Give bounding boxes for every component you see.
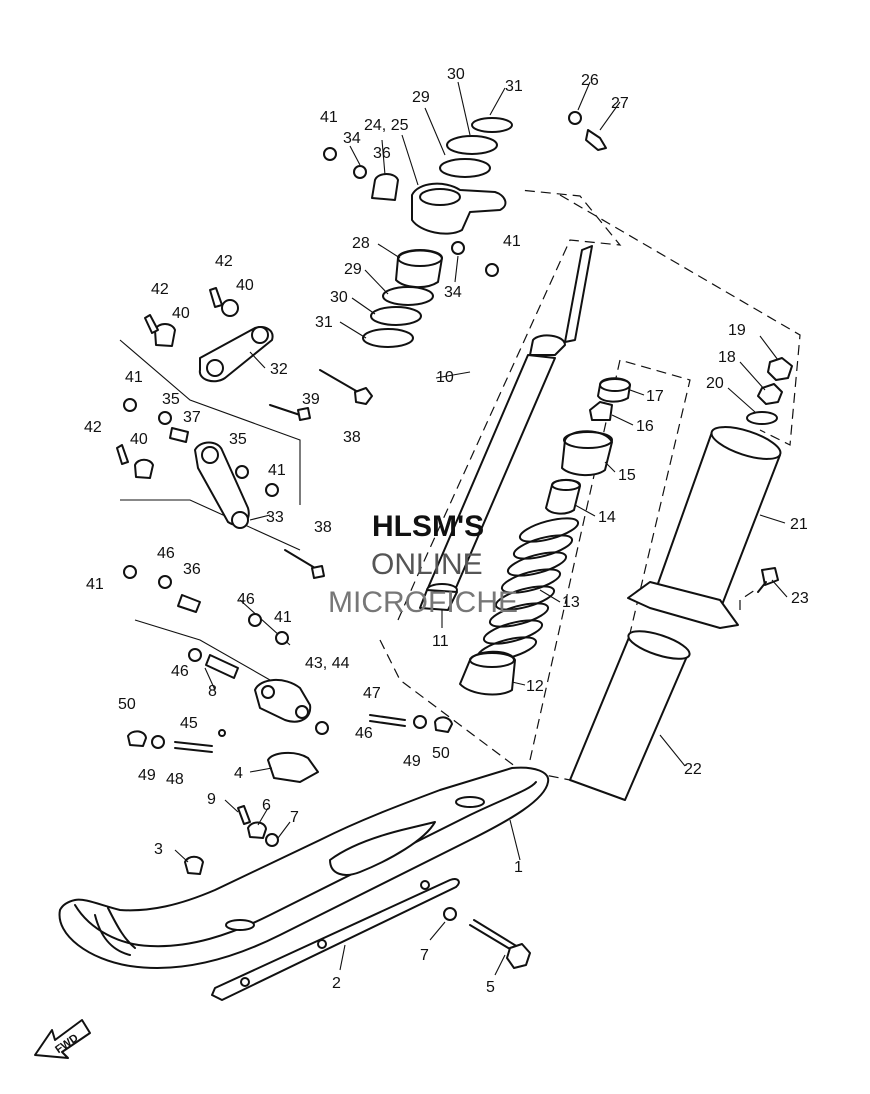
upper-link [144,287,373,421]
callout-42a: 42 [215,253,233,270]
callout-41e: 41 [86,576,104,593]
callout-46c: 46 [171,663,189,680]
callout-12: 12 [526,678,544,695]
callout-36a: 36 [373,145,391,162]
callout-17: 17 [646,388,664,405]
callout-46b: 46 [237,591,255,608]
callout-40b: 40 [172,305,190,322]
callout-14: 14 [598,509,616,526]
callout-46a: 46 [157,545,175,562]
lower-tube [569,630,691,801]
ski-bracket [127,679,457,921]
callout-42c: 42 [84,419,102,436]
callout-13: 13 [562,594,580,611]
callout-33: 33 [266,509,284,526]
callout-41c: 41 [125,369,143,386]
callout-50a: 50 [118,696,136,713]
callout-41f: 41 [274,609,292,626]
callout-38a: 38 [343,429,361,446]
callout-46d: 46 [355,725,373,742]
callout-41d: 41 [268,462,286,479]
callout-20: 20 [706,375,724,392]
callout-36b: 36 [183,561,201,578]
callout-leaders [174,81,788,976]
callout-32: 32 [270,361,288,378]
callout-22: 22 [684,761,702,778]
callout-48: 48 [166,771,184,788]
callout-37: 37 [183,409,201,426]
callout-9: 9 [207,791,216,808]
forward-arrow-badge: FWD [34,1019,91,1059]
callout-50b: 50 [432,745,450,762]
callout-31b: 31 [315,314,333,331]
callout-23: 23 [791,590,809,607]
lower-pins [123,565,289,679]
callout-3: 3 [154,841,163,858]
callout-8: 8 [208,683,217,700]
callout-39: 39 [302,391,320,408]
callout-34a: 34 [343,130,361,147]
callout-30a: 30 [447,66,465,83]
callout-18: 18 [718,349,736,366]
callout-16: 16 [636,418,654,435]
callout-11: 11 [432,633,449,650]
callout-41a: 41 [320,109,338,126]
callout-7b: 7 [420,947,429,964]
callout-29b: 29 [344,261,362,278]
ski-bolt [469,919,531,969]
callout-38b: 38 [314,519,332,536]
callout-15: 15 [618,467,636,484]
callout-29a: 29 [412,89,430,106]
callout-7a: 7 [290,809,299,826]
watermark-line-3: MICROFICHE [328,586,518,619]
spring-seat [459,650,516,696]
callout-41b: 41 [503,233,521,250]
callout-19: 19 [728,322,746,339]
upper-bushings [545,377,631,515]
callout-21: 21 [790,516,808,533]
callout-42b: 42 [151,281,169,298]
callout-6: 6 [262,797,271,814]
spindle-bushing-stack [362,249,443,348]
lower-link [116,398,325,579]
spindle-shaft [419,245,593,611]
callout-49a: 49 [138,767,156,784]
callout-43-44: 43, 44 [305,655,350,672]
callout-47: 47 [363,685,381,702]
callout-24-25: 24, 25 [364,117,409,134]
callout-35a: 35 [162,391,180,408]
callout-labels: 1 2 3 4 5 6 7 7 8 9 10 11 12 13 14 15 16… [84,66,809,996]
callout-45: 45 [180,715,198,732]
callout-26: 26 [581,72,599,89]
callout-28: 28 [352,235,370,252]
callout-27: 27 [611,95,629,112]
callout-2: 2 [332,975,341,992]
spindle-boot [627,426,782,629]
callout-40c: 40 [130,431,148,448]
callout-30b: 30 [330,289,348,306]
callout-35b: 35 [229,431,247,448]
callout-4: 4 [234,765,243,782]
callout-34b: 34 [444,284,462,301]
callout-31a: 31 [505,78,523,95]
watermark-line-2: ONLINE [371,548,483,581]
steering-arm [323,111,607,277]
callout-1: 1 [514,859,523,876]
callout-49b: 49 [403,753,421,770]
ski [58,766,550,969]
callout-40a: 40 [236,277,254,294]
callout-10: 10 [436,369,454,386]
callout-5: 5 [486,979,495,996]
ski-runner [211,878,460,1001]
watermark-line-1: HLSM'S [372,510,485,543]
